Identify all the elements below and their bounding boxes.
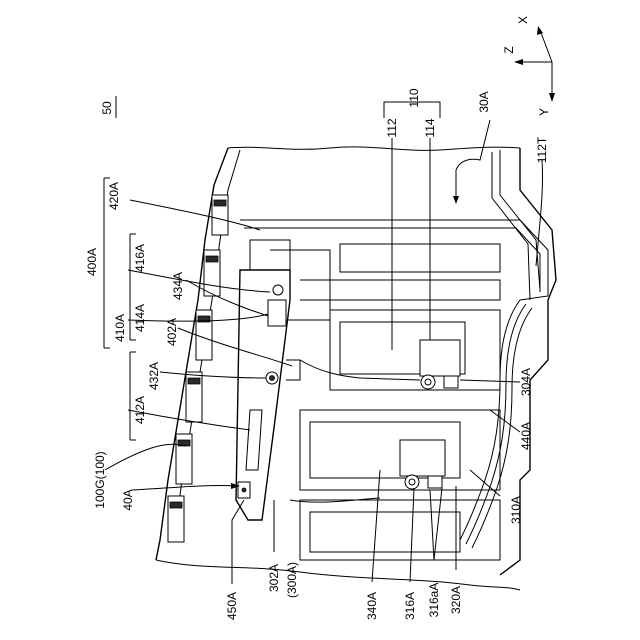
plate-112T bbox=[340, 244, 500, 272]
label-450A: 450A bbox=[225, 592, 239, 620]
hinge-402A bbox=[286, 360, 300, 380]
z-arrow-icon bbox=[514, 59, 523, 65]
leader-402A bbox=[178, 328, 292, 366]
label-320A: 320A bbox=[449, 586, 463, 614]
label-316aA: 316aA bbox=[427, 583, 441, 618]
leader-40A bbox=[132, 485, 236, 490]
terminal-upper bbox=[444, 376, 458, 388]
bolt-upper bbox=[421, 375, 435, 389]
label-416A: 416A bbox=[133, 244, 147, 272]
x-arrow-icon bbox=[537, 26, 543, 35]
axis-y-label: Y bbox=[537, 108, 551, 116]
label-440A: 440A bbox=[519, 422, 533, 450]
label-340A: 340A bbox=[365, 592, 379, 620]
battery-module-lower bbox=[300, 410, 500, 560]
label-302A: 302A bbox=[267, 564, 281, 592]
axis-z-label: Z bbox=[502, 46, 516, 53]
label-310A: 310A bbox=[509, 496, 523, 524]
label-402A: 402A bbox=[165, 318, 179, 346]
label-316A: 316A bbox=[403, 592, 417, 620]
label-300A: (300A) bbox=[285, 562, 299, 598]
x-axis-line bbox=[540, 30, 552, 62]
terminal-316aA bbox=[428, 476, 442, 488]
bolt-316A bbox=[405, 475, 419, 489]
label-40A: 40A bbox=[121, 489, 135, 510]
label-412A: 412A bbox=[133, 396, 147, 424]
leader-420A bbox=[130, 200, 260, 230]
screw-416A bbox=[273, 285, 283, 295]
label-110: 110 bbox=[407, 88, 421, 107]
axis-indicator: X Z Y bbox=[502, 16, 555, 116]
label-410A: 410A bbox=[113, 314, 127, 342]
cover-400A bbox=[236, 270, 300, 520]
label-400A: 400A bbox=[85, 248, 99, 276]
label-30A: 30A bbox=[477, 91, 491, 112]
leader-432A bbox=[160, 372, 266, 378]
figure-ref-number: 50 bbox=[100, 101, 114, 115]
leader-450A bbox=[232, 500, 244, 584]
y-arrow-icon bbox=[549, 93, 555, 102]
label-100G: 100G(100) bbox=[93, 451, 107, 508]
cover-window bbox=[246, 410, 262, 470]
bottom-cut-edge bbox=[156, 560, 520, 590]
screw-432A-core bbox=[270, 376, 275, 381]
label-112T: 112T bbox=[535, 136, 549, 163]
label-414A: 414A bbox=[133, 304, 147, 332]
label-304A: 304A bbox=[519, 368, 533, 396]
frame-corner-block bbox=[250, 240, 290, 270]
connector-304A bbox=[420, 340, 460, 376]
leader-30A bbox=[456, 120, 490, 200]
label-420A: 420A bbox=[107, 182, 121, 210]
clip-450A-dot bbox=[242, 488, 246, 492]
top-cut-edge bbox=[228, 147, 520, 150]
label-432A: 432A bbox=[147, 362, 161, 390]
latch-414A bbox=[268, 300, 286, 326]
axis-x-label: X bbox=[516, 16, 530, 24]
arrow-30A-icon bbox=[453, 196, 459, 204]
label-114: 114 bbox=[423, 118, 437, 137]
label-434A: 434A bbox=[171, 272, 185, 300]
group-brackets bbox=[104, 178, 136, 440]
label-112: 112 bbox=[385, 118, 399, 137]
connector-310A bbox=[400, 440, 445, 476]
